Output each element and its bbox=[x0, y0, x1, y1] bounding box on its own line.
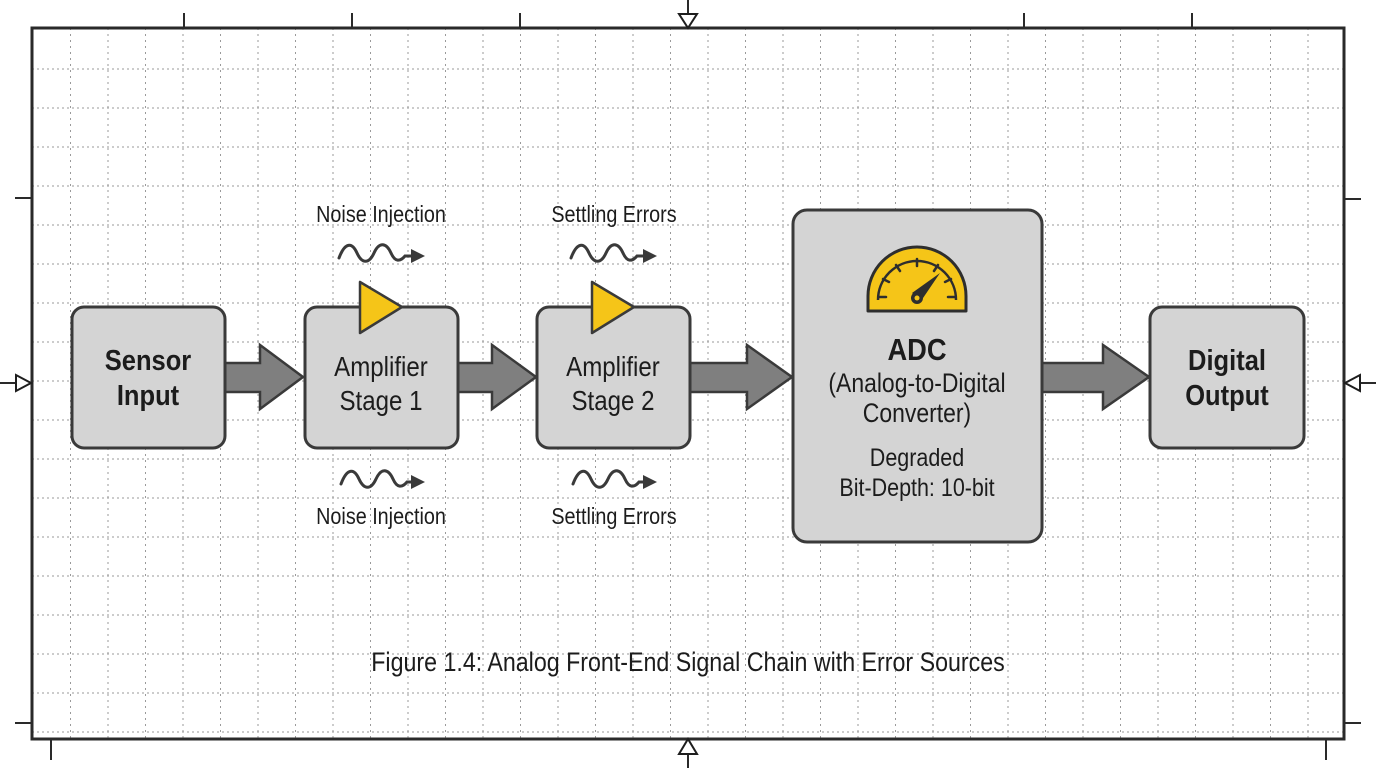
center-marker-right-icon bbox=[1342, 373, 1376, 393]
block-amplifier-stage-2[interactable]: Amplifier Stage 2 bbox=[535, 280, 692, 450]
flow-arrows bbox=[223, 342, 1152, 412]
frame-ticks bbox=[15, 13, 1361, 760]
error-source-label: Settling Errors bbox=[551, 202, 676, 228]
flow-arrow-amp1-to-amp2 bbox=[456, 342, 539, 412]
error-source-label: Settling Errors bbox=[551, 504, 676, 530]
block-sensor-input[interactable]: Sensor Input bbox=[70, 305, 227, 450]
block-label-line: Amplifier bbox=[334, 350, 428, 382]
block-adc-body bbox=[791, 208, 1044, 544]
adc-subtitle-line: (Analog-to-Digital bbox=[828, 368, 1005, 398]
figure-caption: Figure 1.4: Analog Front-End Signal Chai… bbox=[371, 647, 1004, 677]
error-source-noise-below: Noise Injection bbox=[316, 469, 446, 530]
wavy-arrow-icon bbox=[571, 469, 657, 489]
error-source-settling-above: Settling Errors bbox=[551, 202, 677, 263]
wavy-arrow-icon bbox=[339, 469, 425, 489]
adc-status-line: Bit-Depth: 10-bit bbox=[839, 473, 995, 501]
error-source-settling-below: Settling Errors bbox=[551, 469, 677, 530]
flow-arrow-amp2-to-adc bbox=[688, 342, 795, 412]
block-label-line: Stage 2 bbox=[571, 384, 654, 416]
block-label-line: Digital bbox=[1188, 343, 1266, 376]
error-source-label: Noise Injection bbox=[316, 202, 446, 228]
block-label-line: Output bbox=[1185, 378, 1269, 411]
block-label-line: Sensor bbox=[105, 343, 192, 376]
block-sensor-input-body bbox=[70, 305, 227, 450]
amplifier-triangle-icon bbox=[358, 280, 404, 335]
error-source-label: Noise Injection bbox=[316, 504, 446, 530]
adc-title: ADC bbox=[887, 333, 946, 367]
gauge-icon bbox=[866, 245, 968, 313]
block-label-line: Amplifier bbox=[566, 350, 660, 382]
block-digital-output[interactable]: Digital Output bbox=[1148, 305, 1306, 450]
wavy-arrow-icon bbox=[569, 243, 657, 263]
error-source-noise-above: Noise Injection bbox=[316, 202, 446, 263]
center-marker-bottom-icon bbox=[677, 737, 699, 768]
wavy-arrow-icon bbox=[337, 243, 425, 263]
flow-arrow-adc-to-output bbox=[1040, 342, 1152, 412]
block-amplifier-stage-1[interactable]: Amplifier Stage 1 bbox=[303, 280, 460, 450]
center-marker-top-icon bbox=[677, 0, 699, 30]
amplifier-triangle-icon bbox=[590, 280, 636, 335]
block-label-line: Stage 1 bbox=[339, 384, 422, 416]
adc-status-line: Degraded bbox=[870, 443, 964, 471]
center-marker-left-icon bbox=[0, 373, 34, 393]
block-digital-output-body bbox=[1148, 305, 1306, 450]
flow-arrow-sensor-to-amp1 bbox=[223, 342, 306, 412]
block-label-line: Input bbox=[117, 378, 179, 411]
block-adc[interactable]: ADC (Analog-to-Digital Converter) Degrad… bbox=[791, 208, 1044, 544]
adc-subtitle-line: Converter) bbox=[863, 398, 971, 428]
